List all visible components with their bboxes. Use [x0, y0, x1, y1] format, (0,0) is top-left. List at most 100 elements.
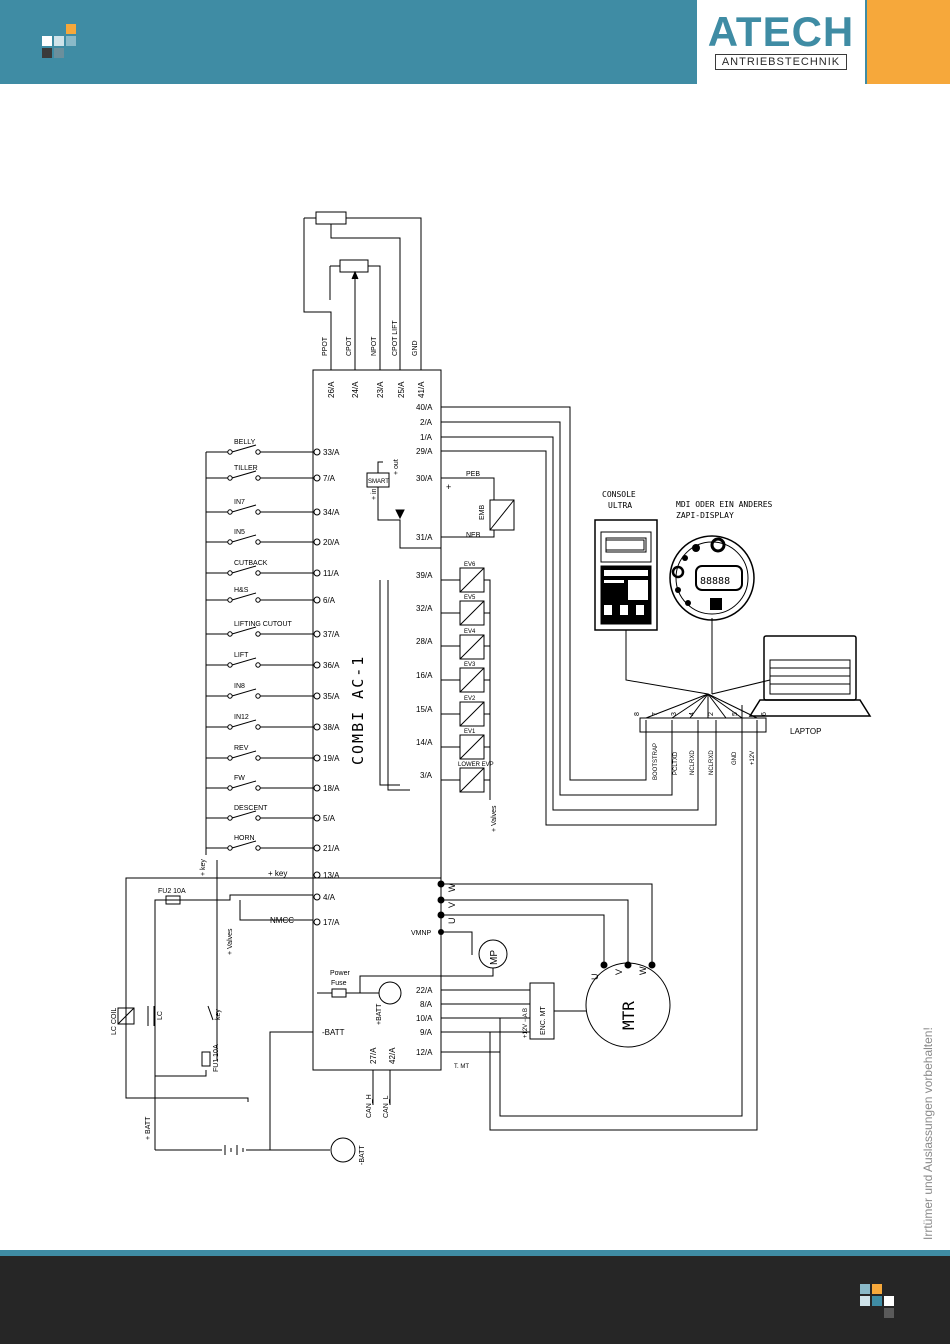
switch-terminal — [227, 509, 233, 515]
pot-label: PPOT — [322, 336, 329, 356]
switch-contact — [231, 565, 257, 574]
mdi-title: MDI ODER EIN ANDERES — [676, 500, 773, 509]
mp-label: MP — [489, 950, 500, 965]
switch-terminal — [227, 785, 233, 791]
pin-marker — [313, 448, 321, 456]
enc-pin: 22/A — [416, 986, 433, 995]
switch-terminal — [227, 693, 233, 699]
switch-terminal — [227, 449, 233, 455]
switch-terminal — [227, 475, 233, 481]
laptop-base — [748, 699, 872, 717]
right-pin: 2/A — [420, 418, 433, 427]
valve-label: LOWER EVP — [458, 762, 494, 768]
brand-name: ATECH — [707, 8, 855, 55]
valve-label: EV6 — [464, 562, 476, 568]
motor-w: W — [447, 883, 457, 892]
valve-pin: 16/A — [416, 671, 433, 680]
switch-terminal — [255, 755, 261, 761]
left-pin-label: 17/A — [323, 918, 340, 927]
switch-terminal — [255, 570, 261, 576]
pot-pin: 25/A — [397, 381, 406, 398]
pin-marker — [313, 844, 321, 852]
valve-pin: 39/A — [416, 571, 433, 580]
mdi-digits: 88888 — [700, 576, 730, 587]
switch-contact — [231, 750, 257, 759]
pin-marker — [313, 754, 321, 762]
switch-terminal — [255, 662, 261, 668]
power-fuse — [331, 988, 347, 998]
brand-logo: ATECH ANTRIEBSTECHNIK — [697, 0, 865, 84]
switch-terminal — [255, 539, 261, 545]
pot-pin: 26/A — [327, 381, 336, 398]
switch-label: DESCENT — [234, 805, 268, 812]
pin-marker — [313, 596, 321, 604]
connector-pin: 2 — [708, 712, 715, 716]
left-pin-label: 35/A — [323, 692, 340, 701]
connector-pin: 7 — [652, 712, 659, 716]
switch-terminal — [255, 475, 261, 481]
brand-subtitle: ANTRIEBSTECHNIK — [715, 54, 847, 70]
left-pin-label: 6/A — [323, 596, 336, 605]
lc-label: LC — [157, 1011, 164, 1020]
switch-terminal — [255, 815, 261, 821]
lc-coil-label: LC COIL — [111, 1008, 118, 1035]
pin-marker — [313, 508, 321, 516]
left-pin-label: 11/A — [323, 569, 340, 578]
fuse-fu1 — [201, 1051, 211, 1067]
valve-label: EV4 — [464, 629, 476, 635]
enc-signals: +12V − A B — [523, 1008, 529, 1038]
peb-label: PEB — [466, 471, 480, 478]
page-footer — [0, 1256, 950, 1344]
logo-square — [42, 36, 52, 46]
switch-terminal — [255, 693, 261, 699]
switch-label: IN5 — [234, 529, 245, 536]
connector-signal: BOOTSTRAP — [653, 743, 659, 780]
pin-marker — [313, 538, 321, 546]
motor-u: U — [447, 918, 457, 925]
enc-pin: 12/A — [416, 1048, 433, 1057]
console-title: ULTRA — [608, 501, 632, 510]
motor-v: V — [447, 902, 457, 908]
left-pin-label: 38/A — [323, 723, 340, 732]
valve-pin: 15/A — [416, 705, 433, 714]
smart-label: SMART — [368, 479, 389, 485]
switch-group — [206, 444, 314, 851]
batt-minus-vertical: -BATT — [359, 1145, 366, 1165]
switch-terminal — [227, 815, 233, 821]
switch-label: TILLER — [234, 465, 258, 472]
switch-contact — [231, 810, 257, 819]
switch-terminal — [255, 597, 261, 603]
potentiometer-1 — [315, 211, 347, 225]
power-fuse-label: Fuse — [331, 980, 347, 987]
footer-logo-square — [860, 1296, 870, 1306]
smart-in: + in — [371, 488, 378, 500]
connector-signal: +12V — [750, 751, 756, 765]
connector-pin: 4 — [689, 712, 696, 716]
minus-batt-terminal — [330, 1137, 356, 1163]
laptop-keys — [769, 659, 851, 695]
vmnp-label: VMNP — [411, 930, 432, 937]
pot-label: GND — [412, 340, 419, 356]
switch-contact — [231, 592, 257, 601]
valve-label: EV1 — [464, 729, 476, 735]
motor-terminal-u: U — [590, 974, 600, 981]
connector-pin: 6 — [761, 712, 768, 716]
footer-accent-line — [0, 1250, 950, 1256]
footer-logo-square — [872, 1296, 882, 1306]
switch-label: FW — [234, 775, 245, 782]
mtr-label: MTR — [619, 1001, 638, 1030]
right-pin: 29/A — [416, 447, 433, 456]
switch-contact — [231, 444, 257, 453]
pin-marker — [313, 784, 321, 792]
lc-coil — [117, 1007, 135, 1025]
left-pin-label: 13/A — [323, 871, 340, 880]
can-pin: 42/A — [388, 1047, 397, 1064]
pot-label: NPOT — [371, 336, 378, 356]
fu2-label: FU2 10A — [158, 888, 186, 895]
switch-terminal — [227, 631, 233, 637]
switch-label: BELLY — [234, 439, 256, 446]
valve-pin: 28/A — [416, 637, 433, 646]
valve-stack — [379, 567, 491, 800]
switch-terminal — [227, 845, 233, 851]
